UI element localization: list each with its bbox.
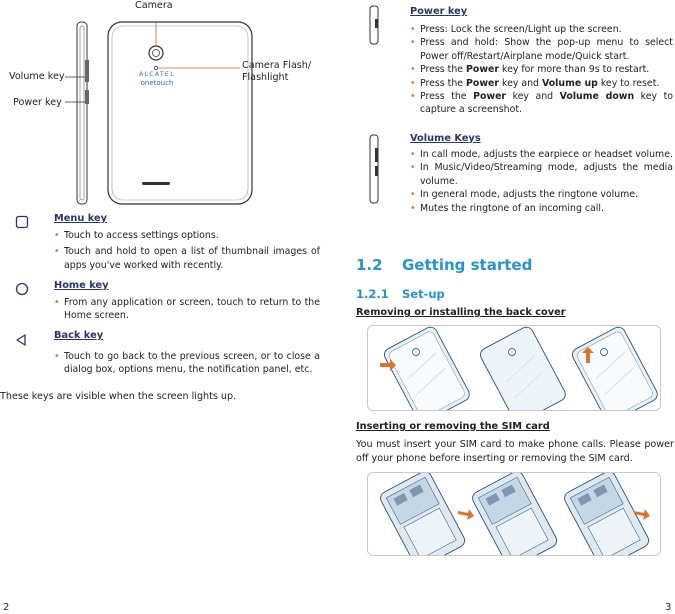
subsection-number: 1.2.1 [356, 287, 389, 301]
list-item: In general mode, adjusts the ringtone vo… [410, 188, 673, 202]
list-item: Press the Power key and Volume down key … [410, 90, 673, 117]
home-key-title: Home key [54, 280, 109, 291]
camera-flash-label: Camera Flash/Flashlight [242, 60, 312, 83]
back-triangle-icon [16, 334, 26, 346]
list-item: Press: Lock the screen/Light up the scre… [410, 23, 673, 37]
volume-keys-bullets: In call mode, adjusts the earpiece or he… [410, 148, 673, 215]
volume-keys-side-icon [369, 134, 379, 204]
power-key-bullets: Press: Lock the screen/Light up the scre… [410, 23, 673, 117]
power-key-title: Power key [410, 6, 468, 17]
home-key-bullets: From any application or screen, touch to… [54, 296, 320, 323]
volume-key-label: Volume key [9, 71, 65, 82]
section-title: Getting started [402, 256, 533, 274]
list-item: Mutes the ringtone of an incoming call. [410, 202, 673, 216]
list-item: Press the Power key for more than 9s to … [410, 63, 673, 77]
camera-label: Camera [135, 0, 173, 11]
brand-logo: ALCATEL onetouch [139, 71, 175, 87]
sim-card-illustration [367, 471, 661, 568]
back-cover-heading: Removing or installing the back cover [356, 307, 566, 318]
list-item: Touch and hold to open a list of thumbna… [54, 245, 320, 272]
menu-key-title: Menu key [54, 213, 108, 224]
list-item: In call mode, adjusts the earpiece or he… [410, 148, 673, 162]
back-cover-illustration [367, 325, 661, 423]
phone-back-illustration [65, 21, 253, 205]
circle-icon [15, 282, 29, 296]
list-item: Press and hold: Show the pop-up menu to … [410, 36, 673, 63]
power-key-side-icon [369, 5, 379, 45]
volume-keys-title: Volume Keys [410, 133, 481, 144]
sim-card-heading: Inserting or removing the SIM card [356, 421, 550, 432]
menu-key-bullets: Touch to access settings options. Touch … [54, 229, 320, 272]
back-key-title: Back key [54, 330, 104, 341]
page-number-left: 2 [3, 602, 10, 613]
list-item: From any application or screen, touch to… [54, 296, 320, 323]
page-number-right: 3 [665, 602, 672, 613]
back-key-bullets: Touch to go back to the previous screen,… [54, 350, 320, 377]
list-item: Touch to go back to the previous screen,… [54, 350, 320, 377]
list-item: Press the Power key and Volume up key to… [410, 77, 673, 91]
sim-card-text: You must insert your SIM card to make ph… [356, 439, 674, 464]
section-number: 1.2 [356, 256, 383, 274]
power-key-label: Power key [13, 97, 62, 108]
subsection-title: Set-up [402, 287, 445, 301]
square-icon [15, 215, 29, 229]
keys-visible-note: These keys are visible when the screen l… [0, 391, 237, 402]
list-item: In Music/Video/Streaming mode, adjusts t… [410, 161, 673, 188]
list-item: Touch to access settings options. [54, 229, 320, 243]
